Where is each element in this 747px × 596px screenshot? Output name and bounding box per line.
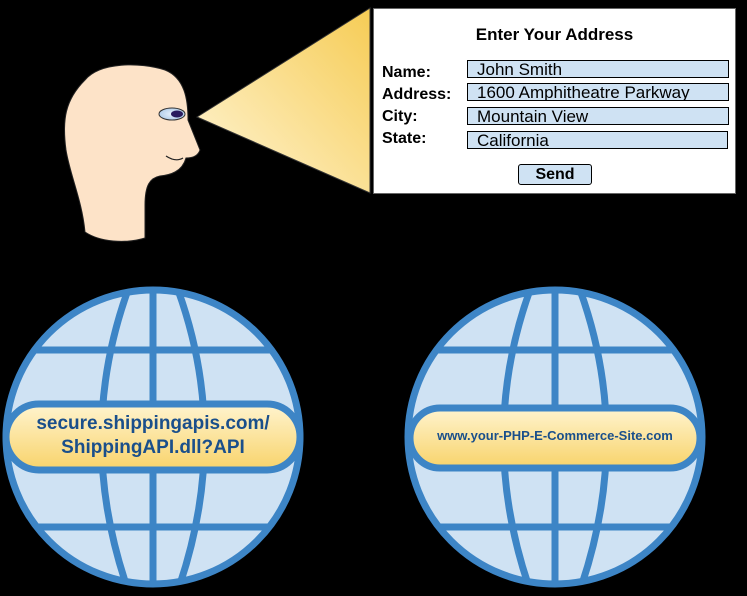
globe-label-line1: secure.shippingapis.com/	[36, 413, 270, 434]
state-label: State:	[382, 130, 427, 147]
globe-label-line1: www.your-PHP-E-Commerce-Site.com	[437, 428, 673, 443]
form-title: Enter Your Address	[475, 25, 634, 44]
city-field[interactable]: Mountain View	[467, 107, 729, 125]
view-cone-icon	[195, 7, 371, 194]
address-label: Address:	[382, 86, 452, 103]
person-head-icon	[63, 64, 201, 242]
address-form-panel: Enter Your Address Name: John Smith Addr…	[373, 8, 736, 194]
address-field[interactable]: 1600 Amphitheatre Parkway	[467, 83, 729, 101]
name-label: Name:	[382, 64, 431, 81]
state-field[interactable]: California	[467, 131, 728, 149]
send-button[interactable]: Send	[518, 164, 592, 185]
globe-label-ecommerce-site: www.your-PHP-E-Commerce-Site.com	[414, 428, 696, 444]
globe-shipping-api	[2, 286, 304, 588]
name-field[interactable]: John Smith	[467, 60, 729, 78]
globe-label-line2: ShippingAPI.dll?API	[61, 437, 245, 458]
globe-ecommerce-site	[404, 286, 706, 588]
globe-label-shipping-api: secure.shippingapis.com/ ShippingAPI.dll…	[10, 412, 296, 460]
city-label: City:	[382, 108, 418, 125]
